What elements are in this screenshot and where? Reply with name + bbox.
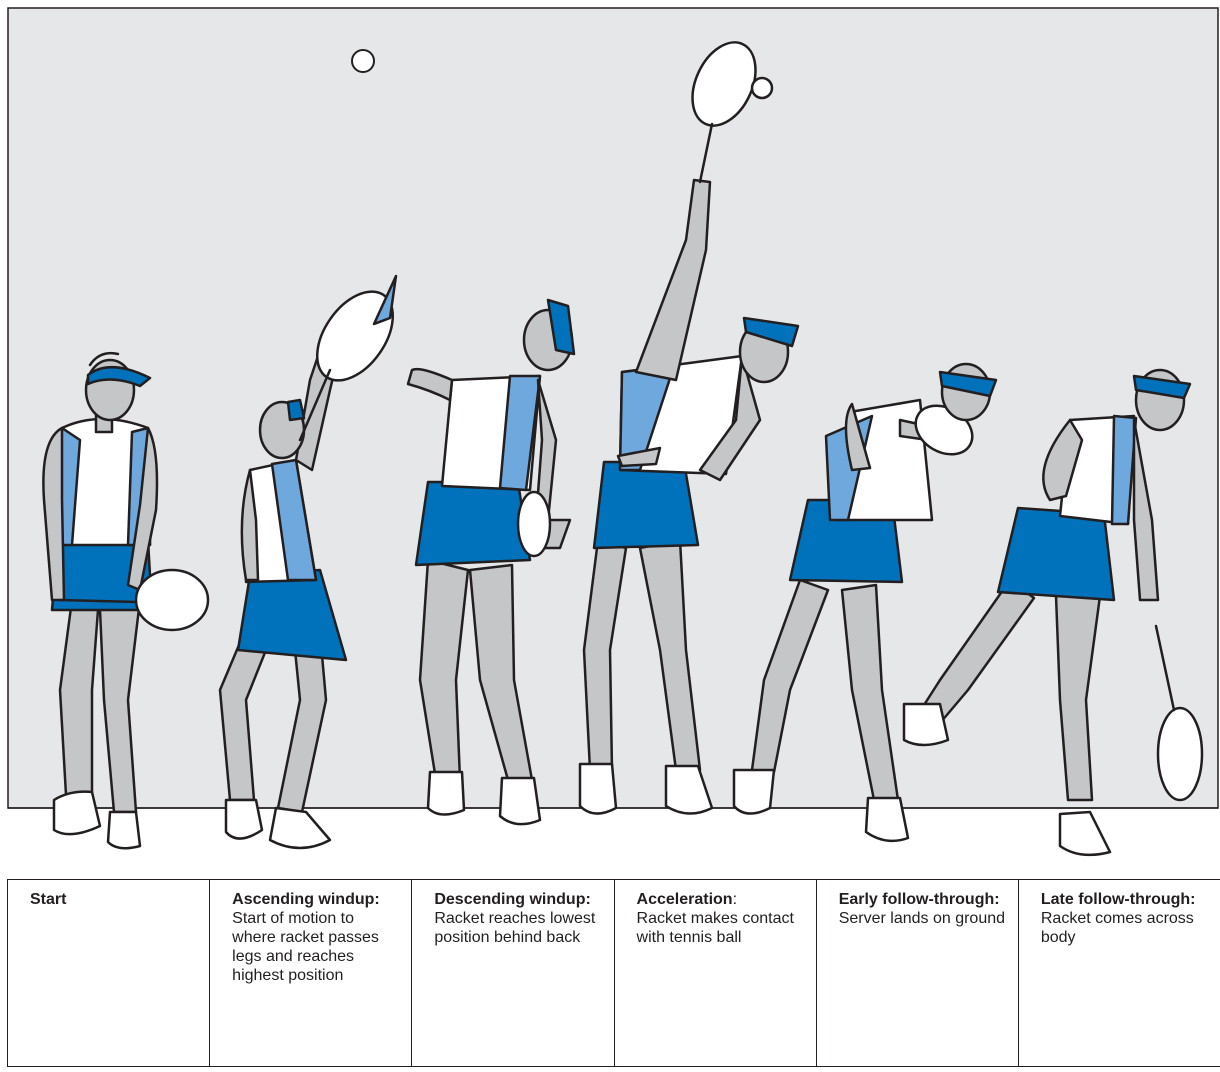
phase-table: Start Ascending windup: Start of motion …	[7, 879, 1220, 1067]
phase-title: Early follow-through:	[839, 890, 1006, 909]
phase-description: Server lands on ground	[839, 909, 1006, 928]
phase-description: Racket reaches lowest position behind ba…	[434, 909, 601, 947]
background-panel	[8, 8, 1218, 808]
phase-description: Racket comes across body	[1041, 909, 1208, 947]
phase-title: Acceleration	[637, 891, 733, 908]
phase-title-colon: :	[733, 891, 737, 908]
phase-description: Racket makes contact with tennis ball	[637, 909, 804, 947]
phase-title: Start	[30, 890, 197, 909]
phase-early-follow-through: Early follow-through: Server lands on gr…	[817, 880, 1019, 1066]
phase-title: Descending windup:	[434, 890, 601, 909]
phase-acceleration: Acceleration: Racket makes contact with …	[615, 880, 817, 1066]
tennis-ball-icon	[352, 50, 374, 72]
serve-sequence-illustration	[0, 0, 1220, 862]
phase-start: Start	[8, 880, 210, 1066]
phase-description: Start of motion to where racket passes l…	[232, 909, 399, 985]
phase-late-follow-through: Late follow-through: Racket comes across…	[1019, 880, 1220, 1066]
phase-descending-windup: Descending windup: Racket reaches lowest…	[412, 880, 614, 1066]
phase-title: Ascending windup:	[232, 890, 399, 909]
phase-ascending-windup: Ascending windup: Start of motion to whe…	[210, 880, 412, 1066]
phase-title: Late follow-through:	[1041, 890, 1208, 909]
